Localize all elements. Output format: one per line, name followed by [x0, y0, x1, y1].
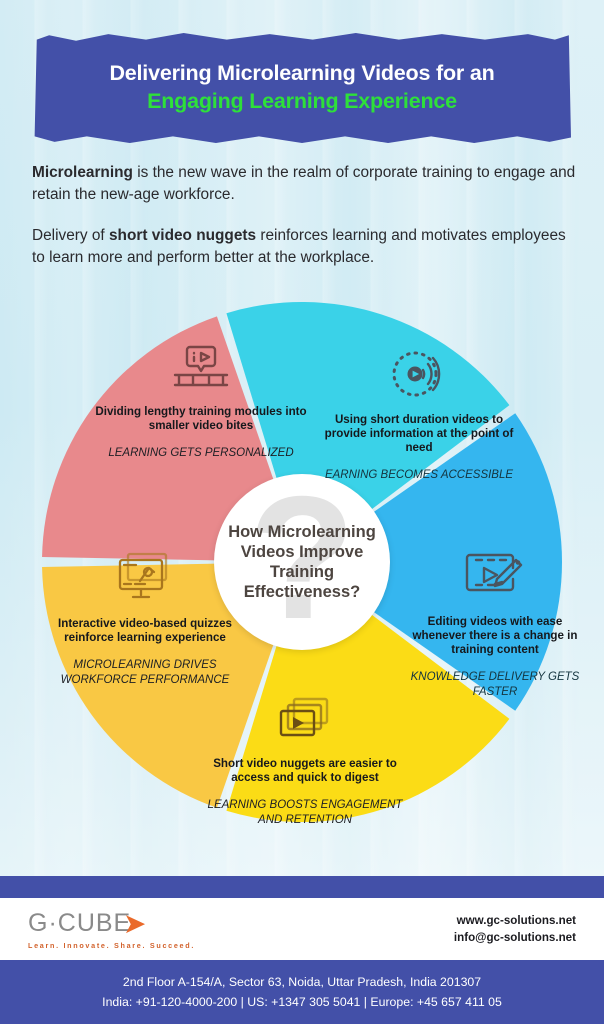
logo-arrow-icon: ➤ — [124, 909, 145, 938]
intro-text: Microlearning is the new wave in the rea… — [32, 162, 578, 288]
chart-center-title: How Microlearning Videos Improve Trainin… — [228, 522, 376, 602]
stacked-video-frames-icon — [198, 694, 412, 750]
slice-tagline-cyan: EARNING BECOMES ACCESSIBLE — [324, 468, 514, 481]
slice-tagline-pink: LEARNING GETS PERSONALIZED — [108, 446, 294, 459]
page-title-line2: Engaging Learning Experience — [147, 89, 457, 113]
video-edit-pencil-icon — [404, 548, 586, 608]
intro-paragraph-1: Microlearning is the new wave in the rea… — [32, 162, 578, 206]
website-link[interactable]: www.gc-solutions.net — [456, 913, 576, 927]
chart-center-hub: ? How Microlearning Videos Improve Train… — [214, 474, 390, 650]
intro-rest-2: reinforces learning and motivates employ… — [32, 227, 566, 267]
slice-main-text-gold: Interactive video-based quizzes reinforc… — [58, 616, 232, 644]
slice-content-blue[interactable]: Editing videos with ease whenever there … — [404, 548, 586, 700]
slice-main-text-cyan: Using short duration videos to provide i… — [324, 412, 514, 454]
slice-content-yellow[interactable]: Short video nuggets are easier to access… — [198, 694, 412, 828]
contact-block: www.gc-solutions.net info@gc-solutions.n… — [454, 912, 576, 947]
page-title-line1: Delivering Microlearning Videos for an — [109, 61, 495, 86]
slice-main-text-pink: Dividing lengthy training modules into s… — [95, 404, 307, 432]
banner-shape — [34, 33, 571, 143]
slice-main-text-yellow: Short video nuggets are easier to access… — [213, 756, 397, 784]
slice-content-gold[interactable]: Interactive video-based quizzes reinforc… — [42, 550, 248, 688]
footer-address-bar: 2nd Floor A-154/A, Sector 63, Noida, Utt… — [0, 960, 604, 1024]
phone-numbers: India: +91-120-4000-200 | US: +1347 305 … — [102, 994, 502, 1009]
office-address: 2nd Floor A-154/A, Sector 63, Noida, Utt… — [122, 974, 482, 989]
slice-content-pink[interactable]: Dividing lengthy training modules into s… — [92, 344, 310, 461]
footer-top-divider — [0, 876, 604, 898]
slice-tagline-yellow: LEARNING BOOSTS ENGAGEMENT AND RETENTION — [207, 798, 403, 826]
pie-slice-blue[interactable] — [302, 413, 563, 711]
slice-main-text-blue: Editing videos with ease whenever there … — [412, 614, 578, 656]
pie-slice-pink[interactable] — [42, 316, 303, 562]
monitor-quiz-icon — [42, 550, 248, 610]
intro-paragraph-2: Delivery of short video nuggets reinforc… — [32, 225, 578, 269]
slice-content-cyan[interactable]: Using short duration videos to provide i… — [324, 348, 514, 483]
intro-pre-2: Delivery of — [32, 227, 109, 245]
header-banner: Delivering Microlearning Videos for an E… — [33, 33, 571, 143]
intro-bold-1: Microlearning — [32, 164, 133, 181]
question-mark-watermark-icon: ? — [248, 474, 356, 650]
intro-rest-1: is the new wave in the realm of corporat… — [32, 164, 576, 204]
footer-brand-bar: G·CUBE➤ Learn. Innovate. Share. Succeed.… — [0, 898, 604, 960]
pie-slice-gold[interactable] — [42, 562, 303, 808]
video-bubble-divider-icon — [92, 344, 310, 398]
logo-wordmark-row: G·CUBE➤ — [28, 909, 195, 939]
logo-wordmark: G·CUBE — [28, 909, 132, 937]
pie-chart: ? How Microlearning Videos Improve Train… — [42, 302, 563, 822]
broadcast-play-icon — [324, 348, 514, 406]
company-logo[interactable]: G·CUBE➤ Learn. Innovate. Share. Succeed. — [28, 909, 195, 950]
intro-bold-2: short video nuggets — [108, 227, 257, 245]
email-link[interactable]: info@gc-solutions.net — [453, 931, 576, 944]
slice-tagline-gold: MICROLEARNING DRIVES WORKFORCE PERFORMAN… — [60, 658, 230, 686]
logo-tagline: Learn. Innovate. Share. Succeed. — [28, 940, 196, 950]
slice-tagline-blue: KNOWLEDGE DELIVERY GETS FASTER — [410, 670, 580, 698]
